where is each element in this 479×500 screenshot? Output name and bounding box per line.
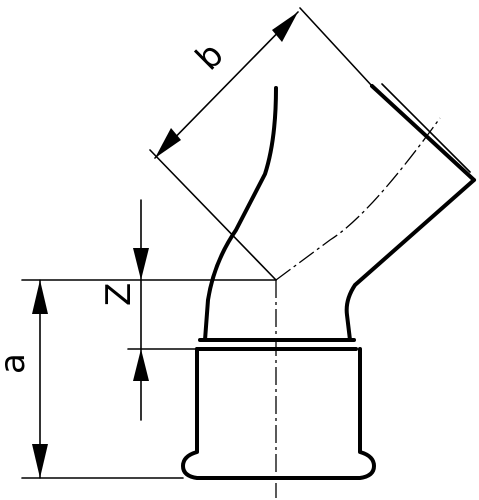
a-arrow-bottom (32, 444, 48, 478)
b-label: b (188, 35, 232, 79)
b-extension-upper (299, 7, 373, 87)
pipe-end-inner-line (381, 83, 471, 173)
fitting-outline (181, 83, 476, 480)
dimension-z: Z (21, 199, 277, 421)
b-arrow-upper (272, 12, 298, 42)
dimension-b: b (149, 7, 373, 281)
z-label: Z (99, 283, 139, 306)
b-dimension-line (154, 11, 299, 159)
z-arrow-bottom (133, 349, 149, 381)
socket-body (181, 347, 376, 480)
bend-axis (275, 117, 441, 281)
dimension-a: a (0, 279, 184, 479)
b-arrow-lower (155, 128, 181, 158)
center-lines (275, 117, 441, 498)
pipe-end-face (370, 84, 476, 182)
bend-outer-wall (203, 86, 278, 342)
a-arrow-top (32, 280, 48, 314)
z-arrow-top (133, 248, 149, 280)
a-label: a (0, 353, 33, 374)
bend-inner-wall (344, 178, 476, 342)
b-extension-lower (149, 149, 277, 281)
